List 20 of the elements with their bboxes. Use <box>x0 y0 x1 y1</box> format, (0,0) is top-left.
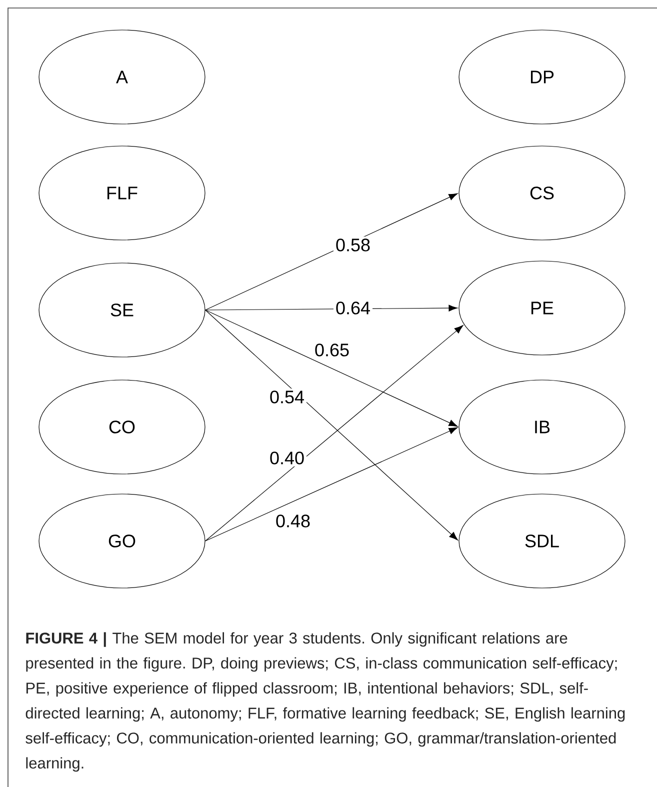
ellipse-node: CS <box>458 146 626 240</box>
arrow <box>205 427 458 542</box>
arrow <box>205 193 458 310</box>
edge-label: 0.58 <box>333 236 373 254</box>
ellipse-node: SDL <box>458 494 626 588</box>
edge-label: 0.64 <box>333 300 373 316</box>
ellipse-node: DP <box>458 30 626 124</box>
ellipse-node: CO <box>38 380 206 474</box>
ellipse-node: GO <box>38 494 206 588</box>
edge-label: 0.48 <box>273 512 313 530</box>
ellipse-node: SE <box>38 262 206 358</box>
ellipse-node: A <box>38 30 206 124</box>
edge-label: 0.40 <box>267 450 307 466</box>
caption: FIGURE 4 | The SEM model for year 3 students. Only significant relations are presented in the figure. DP, doing previews; CS, in-class communication self-efficacy; PE, positive experience of flipped classroom; IB, intentional behaviors; SDL, self-directed learning; A, autonomy; FLF, formative learning feedback; SE, English learning self-efficacy; CO, communication-oriented learning; GO, grammar/translation-oriented learning. <box>26 632 625 772</box>
ellipse-node: FLF <box>38 146 206 240</box>
ellipse-node: IB <box>458 380 626 474</box>
ellipse-node: PE <box>458 260 626 356</box>
arrow <box>205 310 458 427</box>
edge-label: 0.54 <box>267 388 307 406</box>
edge-label: 0.65 <box>312 342 352 358</box>
